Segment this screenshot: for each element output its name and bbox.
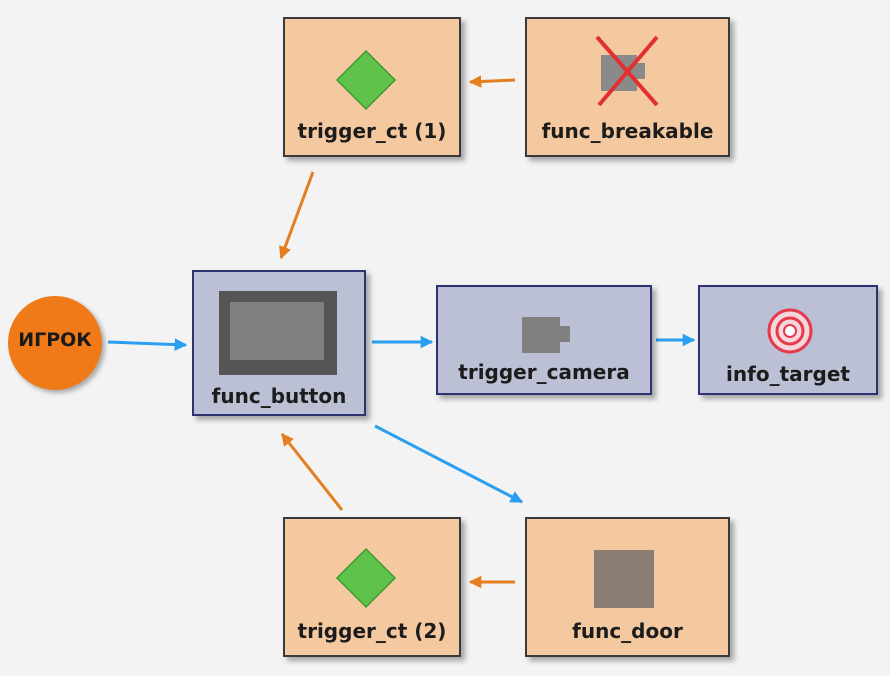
node-func-door[interactable]: func_door (525, 517, 730, 657)
edge-func-breakable-to-trigger-ct-1 (468, 75, 516, 88)
node-label: trigger_ct (2) (297, 619, 447, 643)
green-diamond-icon (335, 49, 397, 111)
camera-block-icon (522, 317, 570, 353)
node-info-target[interactable]: info_target (698, 285, 878, 395)
green-diamond-icon (335, 547, 397, 609)
node-func-button[interactable]: func_button (192, 270, 366, 416)
edge-player-to-func-button (107, 338, 188, 351)
node-trigger-camera[interactable]: trigger_camera (436, 285, 652, 395)
edge-func-button-to-func-door (374, 424, 524, 504)
player-label: ИГРОК (18, 329, 92, 351)
node-label: func_button (211, 384, 347, 408)
node-label: func_door (572, 619, 683, 643)
player-node[interactable]: ИГРОК (8, 296, 102, 390)
node-label: trigger_ct (1) (297, 119, 447, 143)
crossed-out-box-icon (595, 35, 659, 107)
node-func-breakable[interactable]: func_breakable (525, 17, 730, 157)
node-trigger-ct-2[interactable]: trigger_ct (2) (283, 517, 461, 657)
node-trigger-ct-1[interactable]: trigger_ct (1) (283, 17, 461, 157)
node-label: trigger_camera (458, 360, 630, 384)
edge-trigger-ct-1-to-func-button (279, 171, 315, 260)
node-label: info_target (726, 362, 850, 386)
node-label: func_breakable (541, 119, 714, 143)
button-panel-icon (219, 291, 337, 375)
door-block-icon (594, 550, 654, 608)
edge-trigger-ct-2-to-func-button (280, 433, 344, 511)
target-icon (767, 308, 813, 354)
